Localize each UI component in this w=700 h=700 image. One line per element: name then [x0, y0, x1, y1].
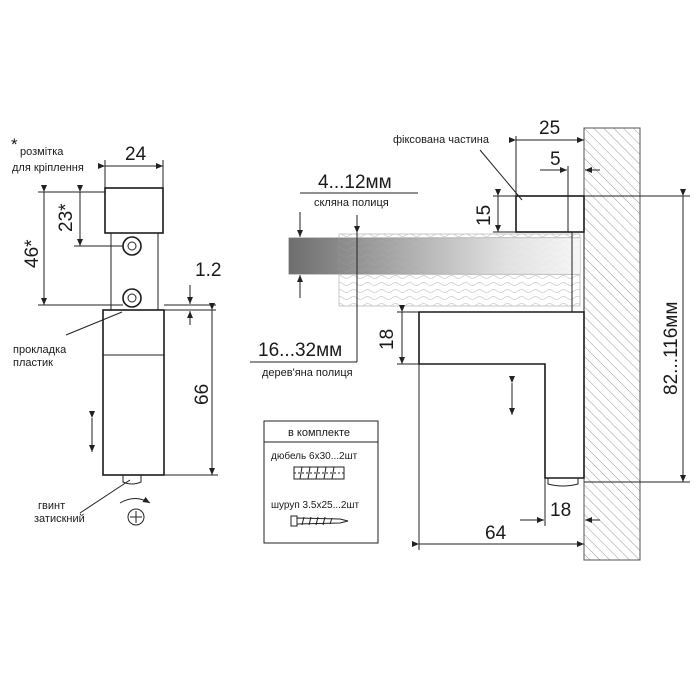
- top-block: [104, 187, 164, 234]
- screw-label-1: гвинт: [38, 500, 65, 512]
- marking-label-1: розмітка: [20, 146, 64, 158]
- dim-gap-text: 1.2: [195, 260, 221, 281]
- fixed-part: [515, 195, 585, 233]
- dim-top-text: 25: [539, 118, 560, 139]
- screw-icon: [290, 515, 349, 527]
- left-view: * розмітка для кріплення 24 23* 46*: [11, 135, 221, 526]
- pad-label-2: пластик: [13, 357, 53, 369]
- mount-hole-2: [122, 288, 142, 308]
- screw-head-icon: [127, 508, 145, 526]
- dim-fixed-height-text: 15: [474, 205, 495, 226]
- wood-label: дерев'яна полиця: [262, 367, 353, 379]
- l-bracket: [418, 311, 585, 479]
- middle-bar: [110, 232, 159, 311]
- right-view: фіксована частина 25 5 4...12мм скляна п…: [250, 118, 690, 561]
- glass-thickness-text: 4...12мм: [318, 172, 392, 193]
- marking-star: *: [11, 135, 18, 154]
- mount-hole-1: [122, 236, 142, 256]
- lower-body: [102, 309, 165, 476]
- kit-title: в комплекте: [288, 427, 350, 439]
- wall-section: [583, 127, 641, 561]
- dim-height-range-text: 82...116мм: [661, 302, 682, 395]
- dim-width-text: 24: [125, 144, 147, 165]
- kit-item-2: шуруп 3.5х25...2шт: [271, 500, 359, 511]
- dim-depth-text: 64: [485, 523, 507, 544]
- wood-thickness-text: 16...32мм: [258, 340, 342, 361]
- dim-hole-text: 23*: [56, 203, 77, 232]
- dim-body-text: 66: [192, 384, 213, 405]
- marking-label-2: для кріплення: [12, 162, 84, 174]
- dowel-icon: [293, 466, 345, 480]
- glass-label: скляна полиця: [314, 197, 389, 209]
- dim-lower-gap-text: 18: [377, 329, 398, 350]
- fixed-part-label: фіксована частина: [393, 134, 490, 146]
- pad-label-1: прокладка: [13, 344, 67, 356]
- screw-label-2: затискний: [34, 513, 85, 525]
- kit-frame: [263, 420, 379, 544]
- dim-offset-text: 5: [550, 149, 561, 170]
- screw-stub: [122, 475, 142, 485]
- kit-item-1: дюбель 6х30...2шт: [271, 450, 358, 462]
- rotation-arrow: [119, 496, 151, 504]
- dim-bottom-text: 18: [550, 500, 571, 521]
- dim-total-text: 46*: [22, 239, 43, 268]
- kit-box: в комплекте дюбель 6х30...2шт шуруп 3.5х…: [263, 420, 379, 544]
